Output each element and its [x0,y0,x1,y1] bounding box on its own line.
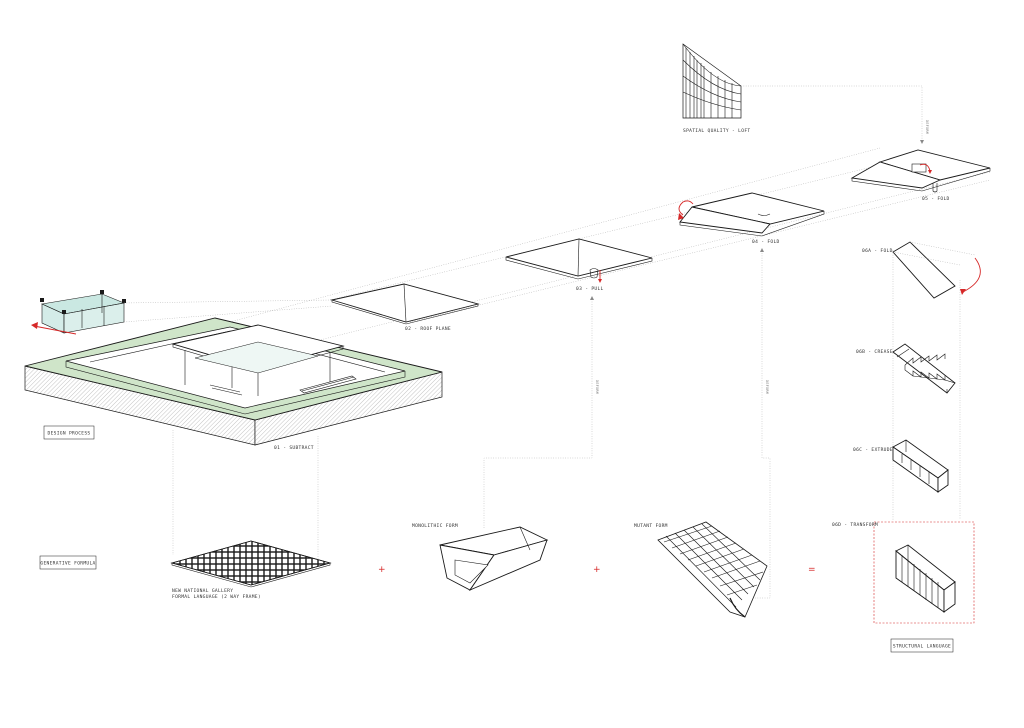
ng-label-line1: NEW NATIONAL GALLERY [172,588,233,594]
step-06d-label: 06D - TRANSFORM [832,522,878,528]
step-06a-fold [892,241,981,299]
step-06c-extrude [892,439,949,493]
mutant-form-label: MUTANT FORM [634,523,668,529]
plus-operator-1: + [378,565,386,575]
step-02-label: 02 - ROOF PLANE [405,326,451,332]
connector-label-fold: DEFORM [765,380,769,394]
monolithic-form-model [439,526,549,592]
glass-box-model [31,290,126,335]
step-03-pull [505,238,653,283]
step-06b-label: 06B - CREASE [856,349,893,355]
connector-label-loft: DEFORM [925,120,929,134]
plus-operator-2: + [593,565,601,575]
structural-language-tag: STRUCTURAL LANGUAGE [890,638,954,653]
monolithic-form-label: MONOLITHIC FORM [412,523,458,529]
spatial-quality-loft-model [682,43,742,119]
step-06d-transform [873,521,975,624]
step-05-fold [850,149,991,193]
ng-label-line2: FORMAL LANGUAGE (2 WAY FRAME) [172,594,261,600]
step-06c-label: 06C - EXTRUDE [853,447,893,453]
structural-language-label: STRUCTURAL LANGUAGE [893,644,951,650]
design-process-tag: DESIGN PROCESS [43,425,95,440]
design-process-label: DESIGN PROCESS [48,431,91,437]
step-02-roof-plane [330,283,480,325]
step-04-label: 04 - FOLD [752,239,780,245]
generative-formula-label: GENERATIVE FORMULA [40,561,95,567]
spatial-quality-label: SPATIAL QUALITY - LOFT [683,128,750,134]
mutant-form-model [657,521,768,618]
step-05-label: 05 - FOLD [922,196,950,202]
step-01-subtract [24,317,443,446]
step-06b-crease [892,343,956,394]
step-06a-label: 06A - FOLD [862,248,893,254]
national-gallery-grid [170,540,332,588]
step-04-fold [678,192,825,237]
equals-operator: = [808,565,816,575]
step-01-label: 01 - SUBTRACT [274,445,314,451]
connector-label-pull: DEFORM [595,380,599,394]
guide-lines [199,147,991,520]
step-03-label: 03 - PULL [576,286,604,292]
generative-formula-tag: GENERATIVE FORMULA [39,555,97,570]
